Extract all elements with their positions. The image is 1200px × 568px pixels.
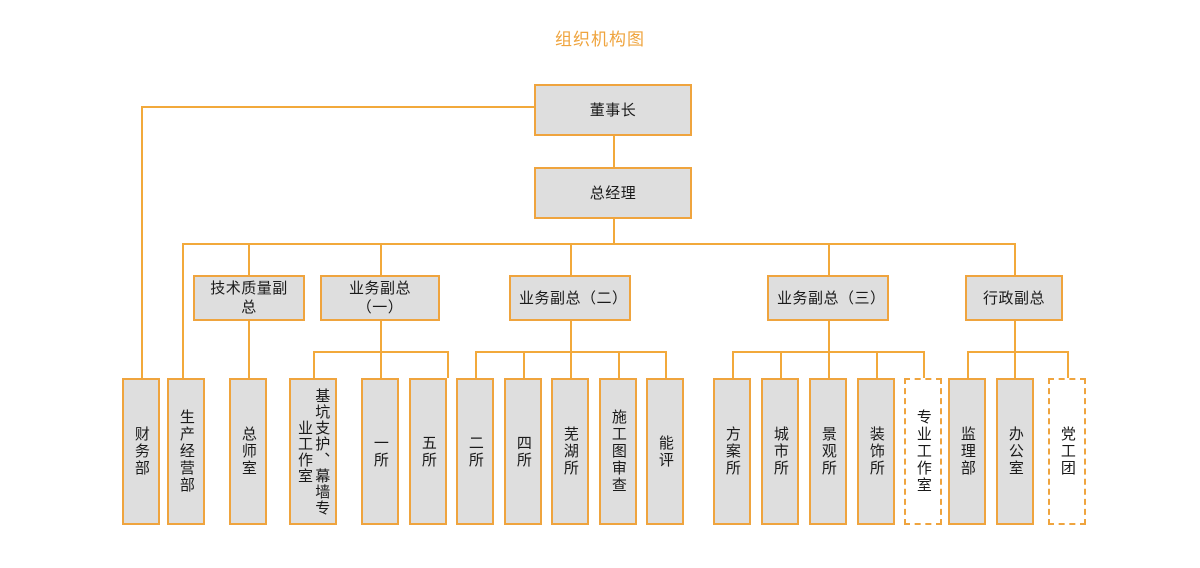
node-dept-construction-drawing-review[interactable]: 施工图审查: [599, 378, 637, 525]
node-general-manager[interactable]: 总经理: [534, 167, 692, 219]
node-dept-institute-2[interactable]: 二所: [456, 378, 494, 525]
connector-vp4-drop: [828, 320, 830, 352]
node-dept-supervision[interactable]: 监理部: [948, 378, 986, 525]
node-dept-production-operations[interactable]: 生产经营部: [167, 378, 205, 525]
connector-vp4-child-4: [876, 351, 878, 378]
connector-vp5-bus: [967, 351, 1069, 353]
node-dept-institute-1[interactable]: 一所: [361, 378, 399, 525]
connector-chairman-left: [141, 106, 541, 108]
node-dept-decoration-institute[interactable]: 装饰所: [857, 378, 895, 525]
node-dept-energy-assessment[interactable]: 能评: [646, 378, 684, 525]
connector-vp2-drop: [380, 320, 382, 352]
connector-vp5-child-2: [1014, 351, 1016, 378]
node-dept-finance[interactable]: 财务部: [122, 378, 160, 525]
node-dept-wuhu-institute[interactable]: 芜湖所: [551, 378, 589, 525]
connector-vp3-child-2: [523, 351, 525, 378]
connector-vp3-drop: [570, 320, 572, 352]
node-dept-general-office[interactable]: 办公室: [996, 378, 1034, 525]
connector-bus-vp-4: [828, 243, 830, 275]
connector-vp5-child-1: [967, 351, 969, 378]
connector-vp3-child-4: [618, 351, 620, 378]
connector-vp2-child-2: [380, 351, 382, 378]
node-vp-business-3[interactable]: 业务副总（三）: [767, 275, 889, 321]
node-dept-institute-5[interactable]: 五所: [409, 378, 447, 525]
connector-bus-production-dept: [182, 243, 184, 378]
connector-bus-vp-5: [1014, 243, 1016, 275]
node-dept-scheme-institute[interactable]: 方案所: [713, 378, 751, 525]
node-chairman[interactable]: 董事长: [534, 84, 692, 136]
node-dept-urban-institute[interactable]: 城市所: [761, 378, 799, 525]
node-vp-administration[interactable]: 行政副总: [965, 275, 1063, 321]
connector-vp2-child-3: [447, 351, 449, 378]
connector-vp1-drop: [248, 320, 250, 378]
connector-gm-drop: [613, 218, 615, 244]
connector-vp4-child-3: [828, 351, 830, 378]
connector-vp3-child-1: [475, 351, 477, 378]
connector-bus-vp-1: [248, 243, 250, 275]
node-vp-business-1[interactable]: 业务副总（一）: [320, 275, 440, 321]
node-dept-foundation-pit-curtain-wall-studio[interactable]: 基坑支护、幕墙专业工作室: [289, 378, 337, 525]
page-title: 组织机构图: [555, 30, 645, 50]
node-vp-technical-quality[interactable]: 技术质量副总: [193, 275, 305, 321]
node-dept-institute-4[interactable]: 四所: [504, 378, 542, 525]
connector-vp2-child-1: [313, 351, 315, 378]
connector-chairman-left-drop: [141, 106, 143, 378]
connector-vp5-drop: [1014, 320, 1016, 352]
connector-chairman-gm: [613, 136, 615, 168]
connector-bus-vp-2: [380, 243, 382, 275]
node-dept-landscape-institute[interactable]: 景观所: [809, 378, 847, 525]
connector-main-bus: [182, 243, 1015, 245]
connector-vp3-child-3: [570, 351, 572, 378]
connector-vp4-child-1: [732, 351, 734, 378]
node-vp-business-2[interactable]: 业务副总（二）: [509, 275, 631, 321]
node-dept-chief-engineer-office[interactable]: 总师室: [229, 378, 267, 525]
node-dept-professional-studio[interactable]: 专业工作室: [904, 378, 942, 525]
connector-bus-vp-3: [570, 243, 572, 275]
connector-vp4-child-5: [923, 351, 925, 378]
connector-vp4-child-2: [780, 351, 782, 378]
connector-vp3-child-5: [665, 351, 667, 378]
connector-vp5-child-3: [1067, 351, 1069, 378]
node-dept-party-youth-union[interactable]: 党工团: [1048, 378, 1086, 525]
